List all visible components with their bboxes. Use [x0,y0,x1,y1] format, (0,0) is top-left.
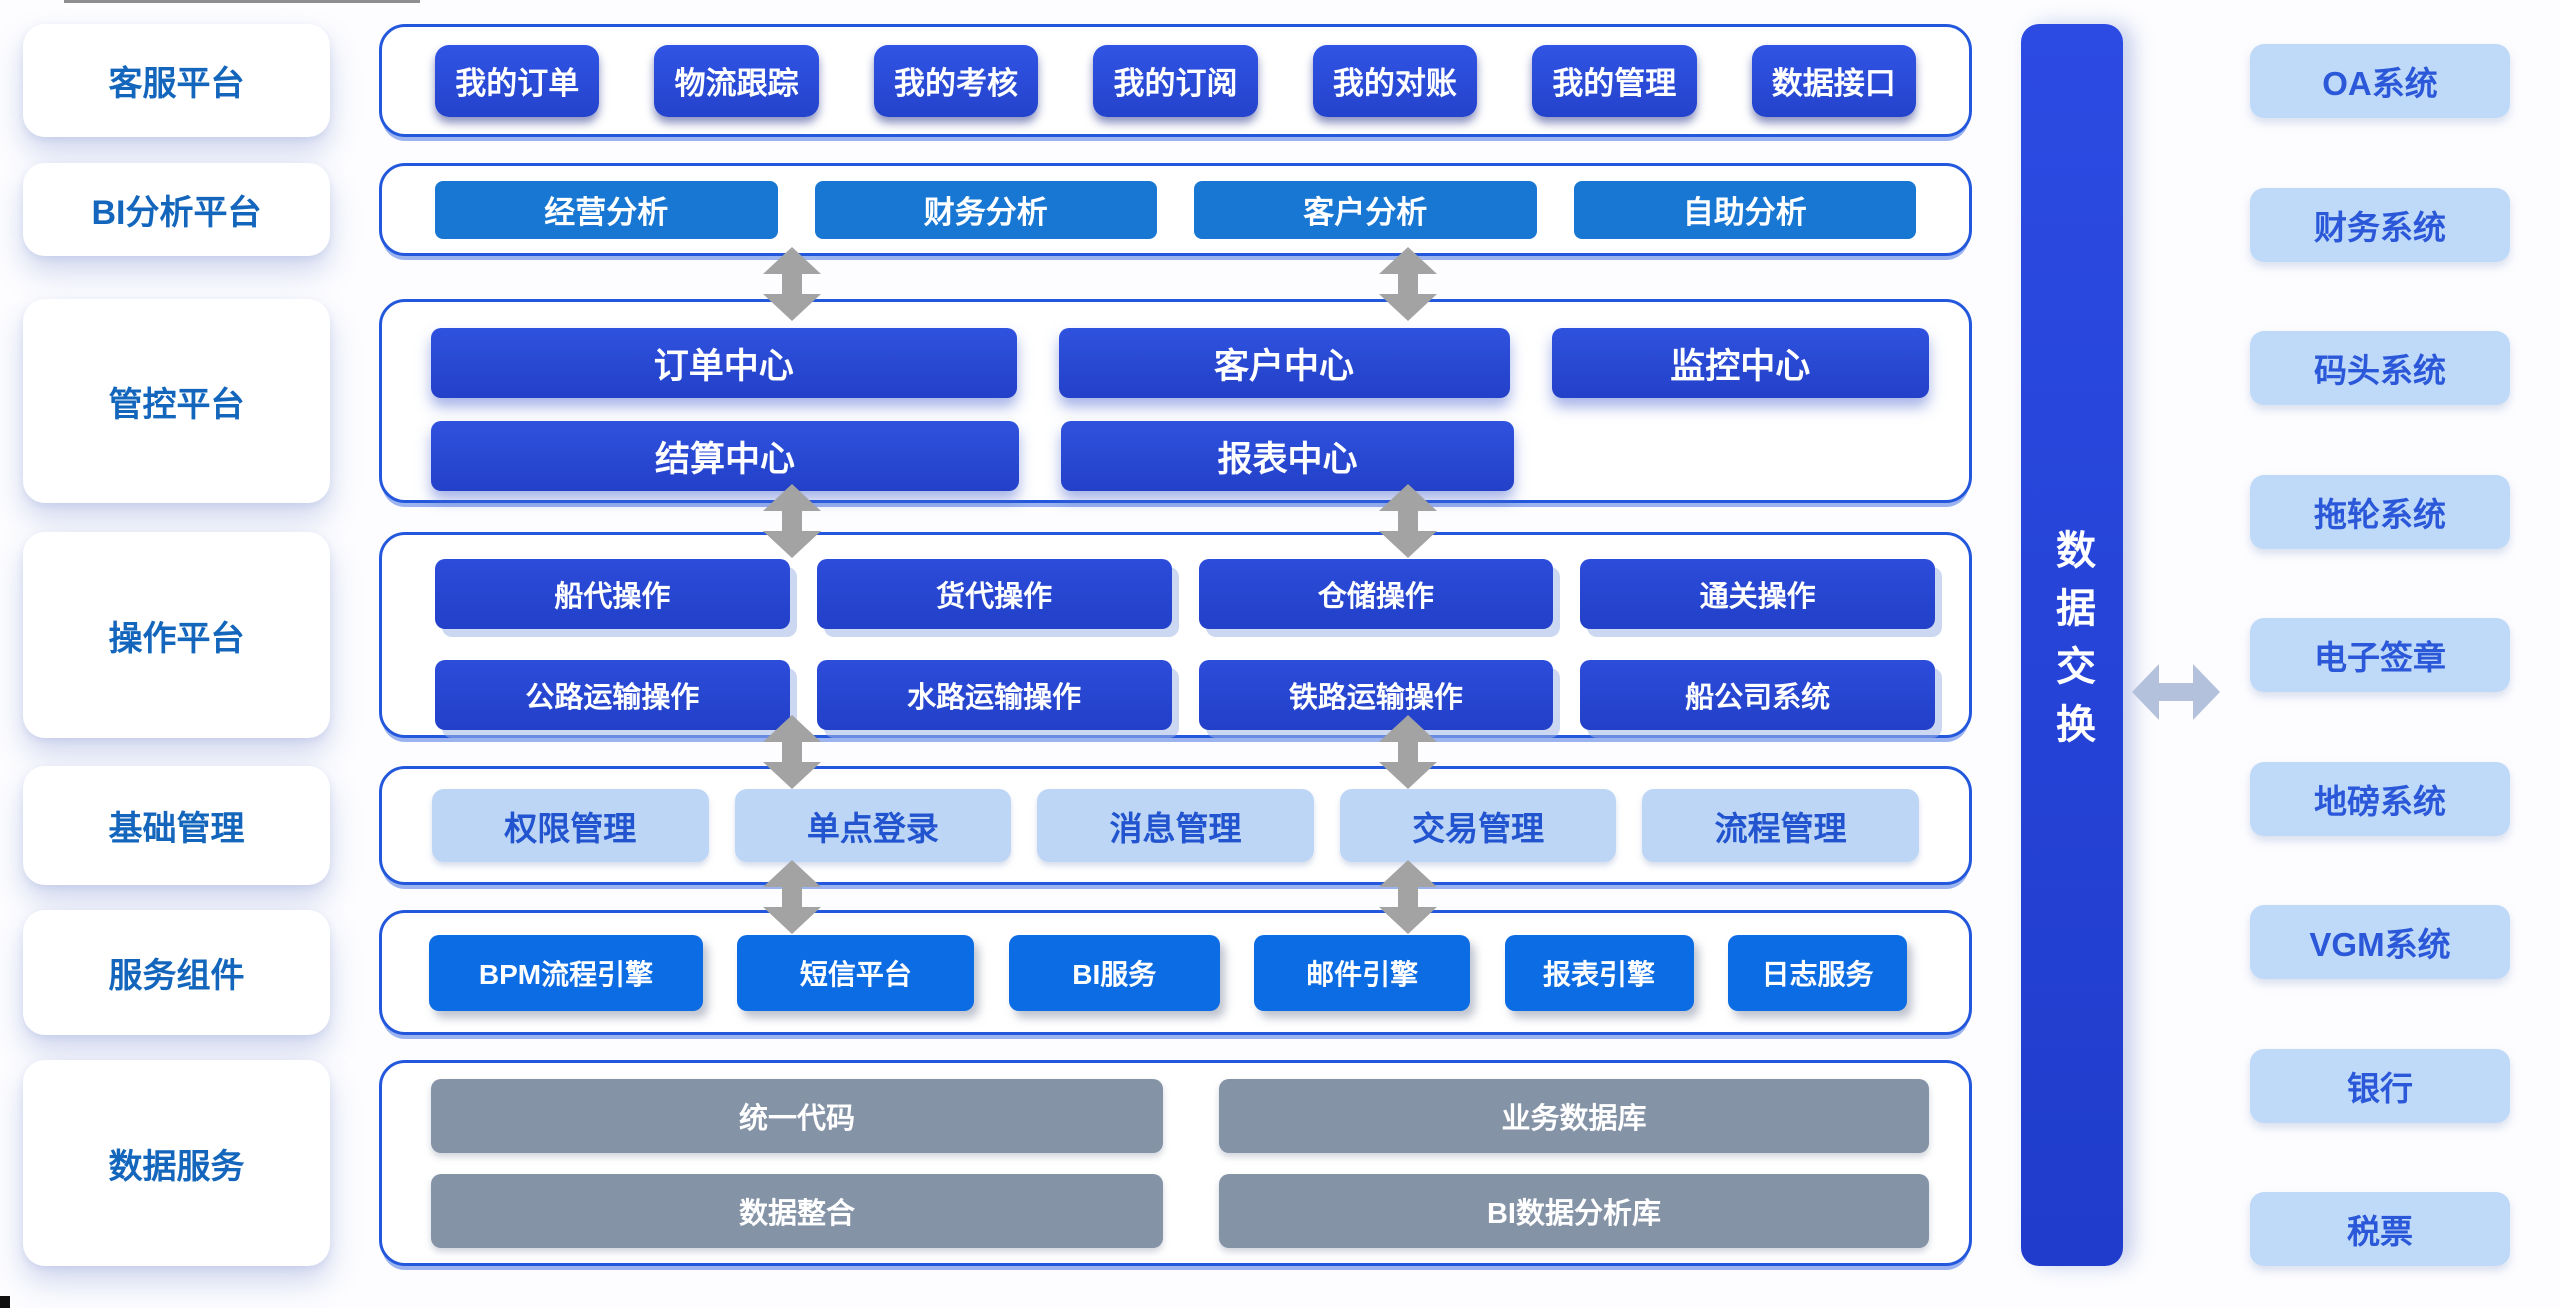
diagram-block: 财务分析 [814,180,1157,239]
left-label-control-platform: 管控平台 [23,299,330,503]
diagram-block: 我的管理 [1532,44,1697,117]
external-system-item: 电子签章 [2250,618,2510,692]
row-basic-management: 权限管理 单点登录 消息管理 交易管理 流程管理 [379,766,1972,885]
left-label-text: 客服平台 [108,65,245,103]
double-arrow-vertical-icon [1379,247,1437,321]
double-arrow-vertical-icon [1379,860,1437,934]
double-arrow-vertical-icon [763,484,821,558]
double-arrow-vertical-icon [1379,484,1437,558]
diagram-block: BI服务 [1008,934,1220,1011]
row-data-services: 统一代码 业务数据库 数据整合 BI数据分析库 [379,1060,1972,1266]
external-system-item: 银行 [2250,1048,2510,1123]
diagram-block: BI数据分析库 [1218,1173,1929,1248]
diagram-block: 客户分析 [1194,180,1537,239]
diagram-block: BPM流程引擎 [429,934,703,1011]
diagram-block: 我的订单 [435,44,600,117]
diagram-block: 邮件引擎 [1254,934,1471,1011]
diagram-block: 消息管理 [1037,789,1314,862]
row-customer-service: 我的订单 物流跟踪 我的考核 我的订阅 我的对账 我的管理 数据接口 [379,24,1972,137]
screenshot-corner-mark [0,1296,10,1308]
diagram-block: 单点登录 [734,789,1012,862]
left-label-text: 数据服务 [108,1147,245,1186]
external-system-item: 地磅系统 [2250,761,2510,836]
row-service-components: BPM流程引擎 短信平台 BI服务 邮件引擎 报表引擎 日志服务 [379,910,1972,1035]
diagram-block: 权限管理 [432,789,709,862]
data-exchange-label: 数据交换 [2050,529,2094,761]
external-system-item: 财务系统 [2250,187,2510,262]
diagram-block: 物流跟踪 [654,44,819,117]
left-label-text: BI分析平台 [91,194,262,232]
left-label-basic-management: 基础管理 [23,766,330,885]
row-operation-platform: 船代操作 货代操作 仓储操作 通关操作 公路运输操作 水路运输操作 铁路运输操作… [379,532,1972,738]
row-bi-analysis: 经营分析 财务分析 客户分析 自助分析 [379,163,1972,256]
row-control-platform: 订单中心 客户中心 监控中心 结算中心 报表中心 [379,299,1972,503]
left-label-text: 管控平台 [108,385,245,424]
left-label-bi-analysis-platform: BI分析平台 [23,163,330,256]
left-label-text: 基础管理 [108,810,245,848]
external-system-item: 码头系统 [2250,331,2510,405]
diagram-block: 货代操作 [816,559,1172,629]
double-arrow-vertical-icon [763,860,821,934]
diagram-block: 监控中心 [1551,328,1929,398]
left-label-data-services: 数据服务 [23,1060,330,1266]
diagram-block: 铁路运输操作 [1198,660,1554,730]
diagram-block: 报表引擎 [1504,934,1694,1011]
left-label-text: 服务组件 [108,957,245,995]
diagram-block: 日志服务 [1727,934,1907,1011]
external-system-item: 税票 [2250,1192,2510,1266]
double-arrow-vertical-icon [1379,715,1437,789]
diagram-block: 自助分析 [1573,180,1916,239]
diagram-block: 业务数据库 [1218,1078,1929,1153]
diagram-block: 报表中心 [1061,421,1514,491]
diagram-block: 公路运输操作 [435,660,790,730]
diagram-block: 通关操作 [1580,559,1935,629]
screenshot-edge-line [64,0,420,3]
left-label-service-components: 服务组件 [23,910,330,1035]
double-arrow-vertical-icon [763,715,821,789]
double-arrow-horizontal-icon [2132,664,2220,720]
data-exchange-bar: 数据交换 [2021,24,2123,1266]
left-label-text: 操作平台 [108,619,245,658]
external-system-item: 拖轮系统 [2250,474,2510,549]
diagram-block: 经营分析 [435,180,778,239]
diagram-block: 流程管理 [1642,789,1919,862]
diagram-block: 水路运输操作 [816,660,1172,730]
diagram-block: 统一代码 [431,1078,1163,1153]
diagram-block: 数据整合 [431,1173,1163,1248]
diagram-block: 订单中心 [431,328,1017,398]
diagram-block: 客户中心 [1058,328,1510,398]
diagram-block: 我的考核 [873,44,1039,117]
diagram-block: 仓储操作 [1198,559,1554,629]
diagram-block: 数据接口 [1751,44,1916,117]
diagram-block: 船代操作 [435,559,790,629]
diagram-block: 短信平台 [737,934,975,1011]
external-system-item: OA系统 [2250,44,2510,118]
external-systems-column: OA系统 财务系统 码头系统 拖轮系统 电子签章 地磅系统 VGM系统 银行 税… [2250,44,2510,1266]
diagram-block: 我的对账 [1312,44,1478,117]
diagram-block: 结算中心 [431,421,1019,491]
left-label-operation-platform: 操作平台 [23,532,330,738]
diagram-block: 交易管理 [1339,789,1617,862]
diagram-block: 我的订阅 [1093,44,1258,117]
double-arrow-vertical-icon [763,247,821,321]
left-label-customer-service-platform: 客服平台 [23,24,330,137]
diagram-block: 船公司系统 [1580,660,1935,730]
external-system-item: VGM系统 [2250,905,2510,979]
